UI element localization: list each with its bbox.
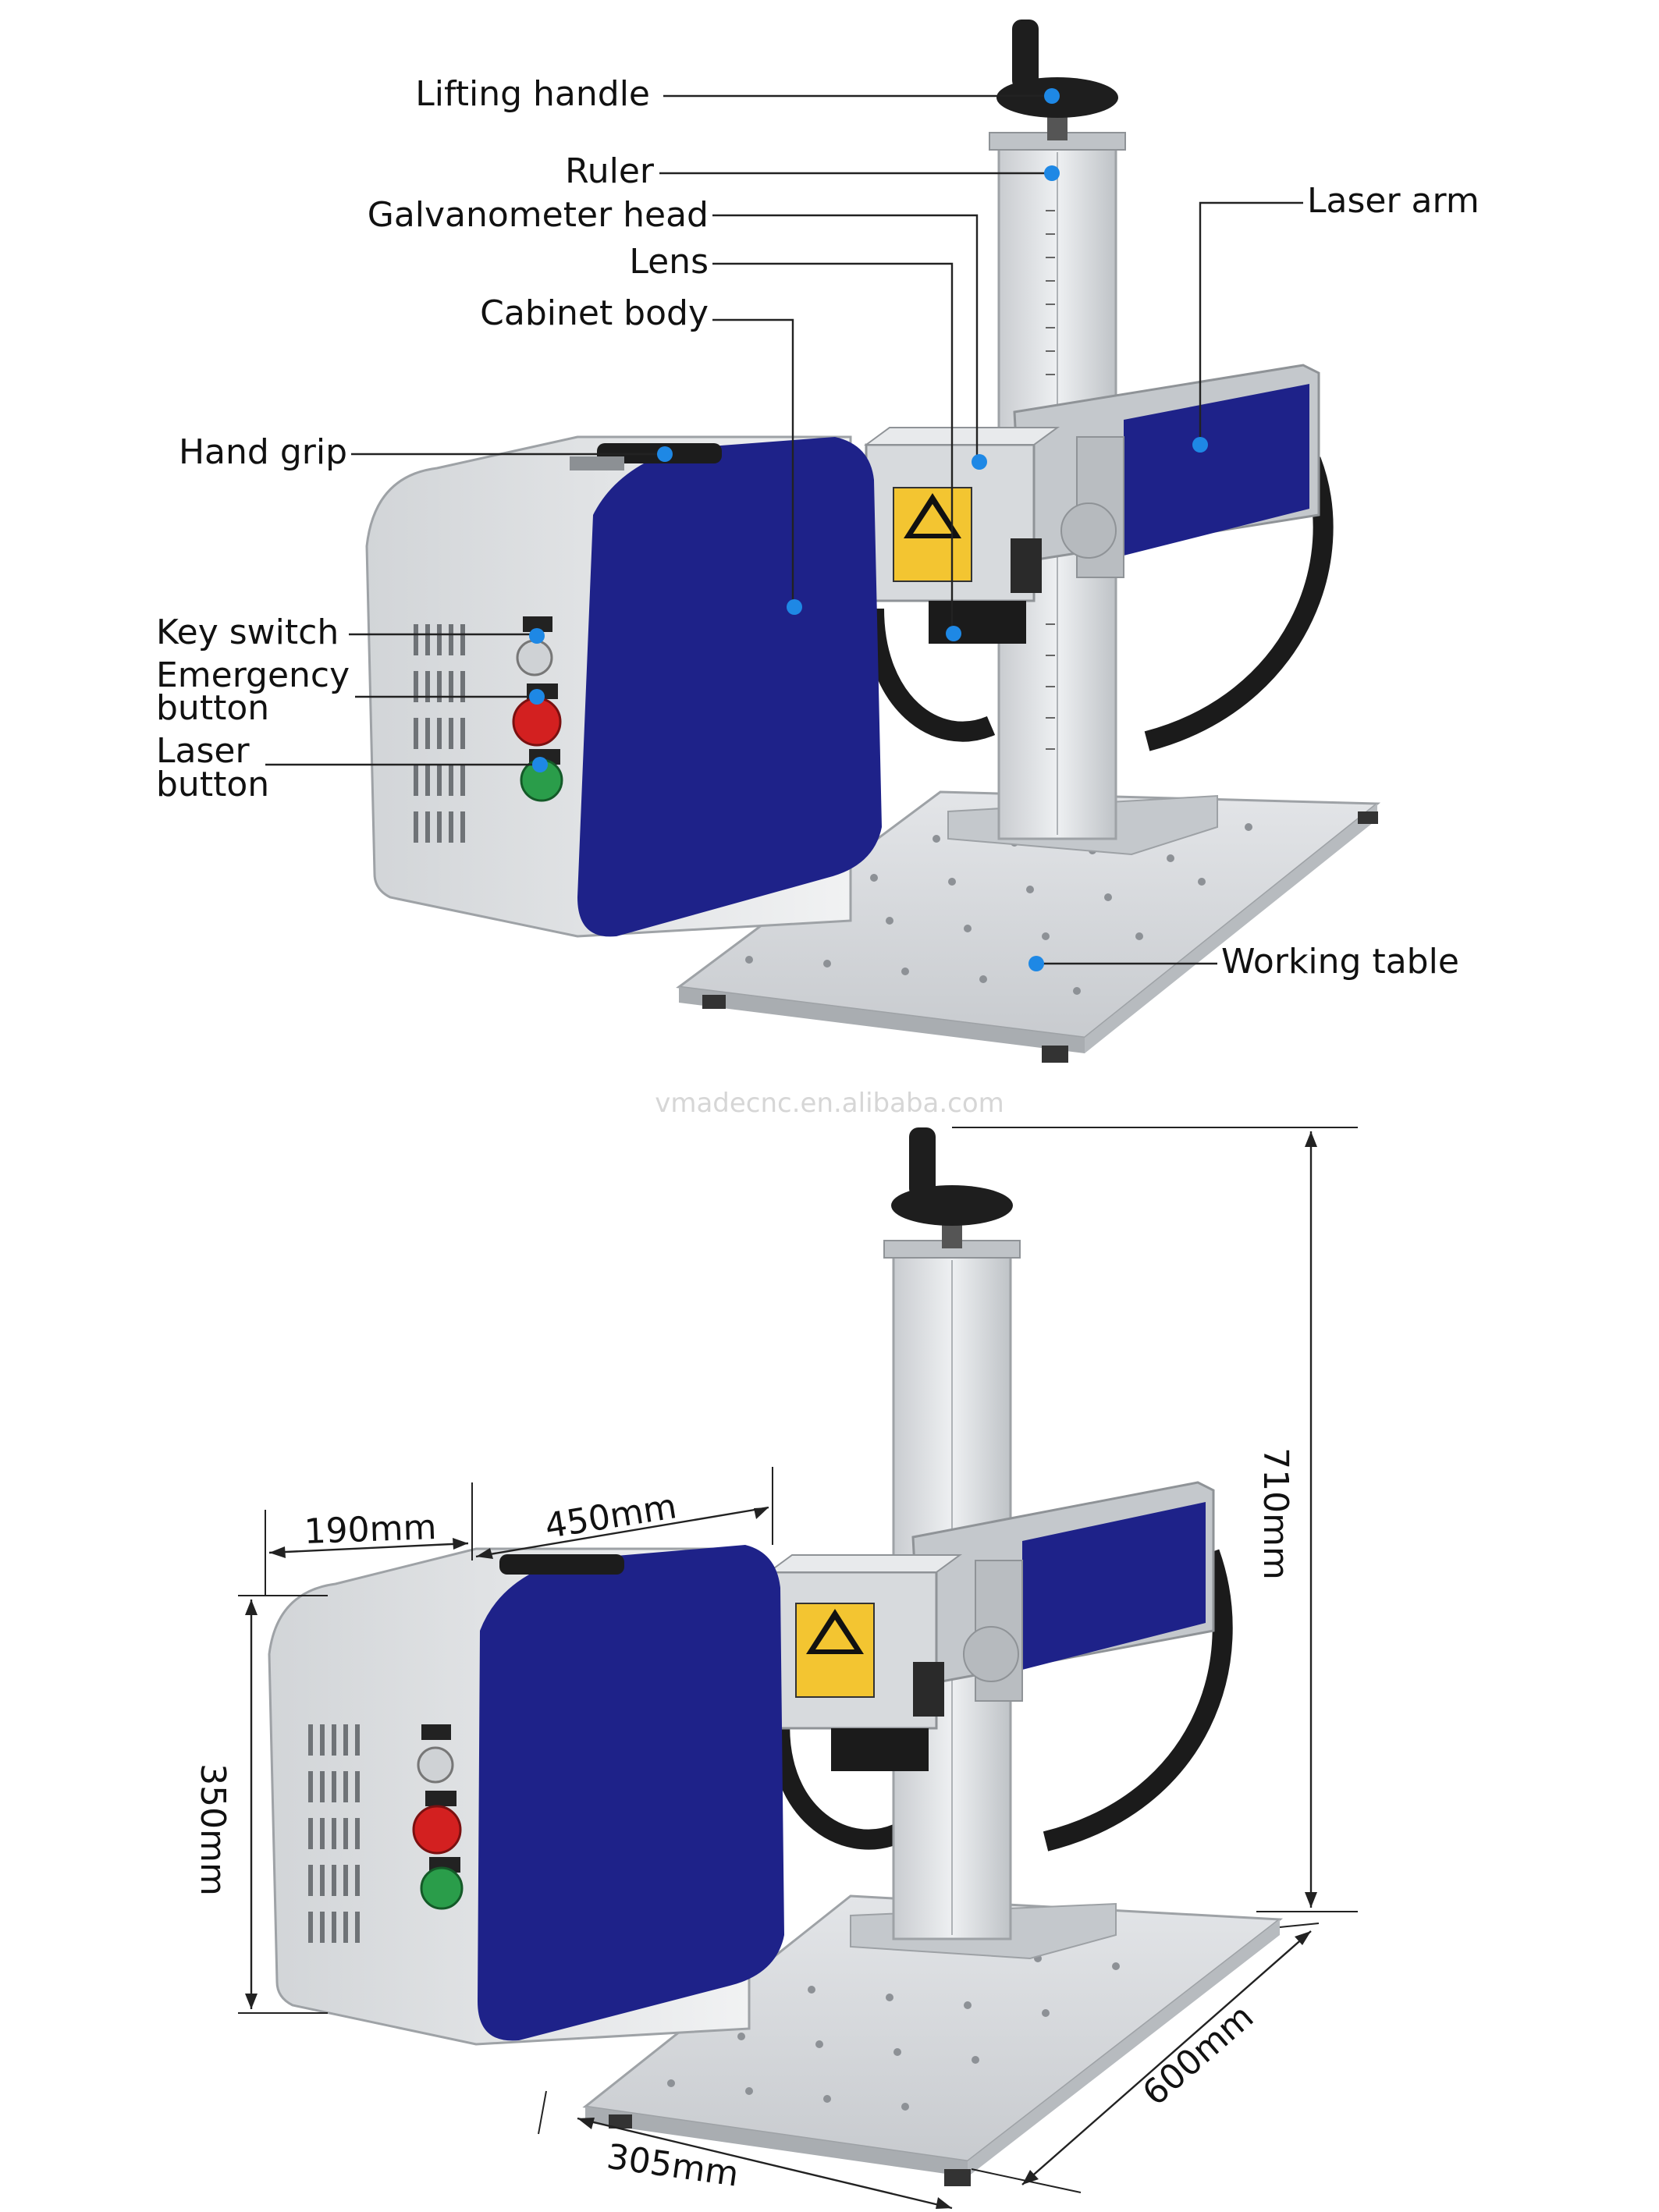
dim-total-height: 710mm [1256, 1447, 1295, 1580]
label-ruler: Ruler [565, 151, 655, 191]
dim-cabinet-depth: 190mm [304, 1507, 437, 1552]
label-emergency-line2: button [156, 688, 269, 728]
label-lens: Lens [629, 242, 709, 282]
working-table-edge [679, 987, 1085, 1053]
label-working-table: Working table [1221, 942, 1459, 982]
callout-leaders [265, 94, 1303, 965]
bottom-machine [268, 1127, 1284, 2186]
bottom-cabinet-side-panel [478, 1545, 784, 2041]
dim-cabinet-height: 350mm [193, 1763, 233, 1896]
cabinet-vents [414, 624, 465, 843]
label-galvanometer-head: Galvanometer head [368, 195, 709, 235]
label-laser-line1: Laser [156, 731, 250, 771]
label-laser-line2: button [156, 765, 269, 804]
lens-barrel [929, 601, 1026, 644]
emergency-button [512, 697, 562, 747]
dimension-lines [238, 1127, 1358, 2210]
bottom-lifting-handle [891, 1185, 1013, 1226]
watermark: vmadecnc.en.alibaba.com [655, 1088, 1004, 1119]
label-emergency-line1: Emergency [156, 655, 350, 695]
label-lifting-handle: Lifting handle [415, 74, 650, 114]
dim-cabinet-width: 450mm [542, 1486, 680, 1546]
laser-arm-panel [1124, 384, 1309, 556]
label-key-switch: Key switch [156, 612, 339, 652]
top-machine [365, 20, 1381, 1063]
label-cabinet-body: Cabinet body [480, 293, 709, 333]
label-hand-grip: Hand grip [179, 432, 347, 472]
ruler-scale [1046, 210, 1055, 750]
callout-dots [529, 88, 1208, 971]
key-switch [516, 639, 553, 676]
cabinet-side-panel [577, 437, 882, 937]
bottom-laser-arm-panel [1022, 1502, 1206, 1670]
dim-table-width: 305mm [604, 2137, 741, 2195]
label-laser-arm: Laser arm [1307, 181, 1480, 221]
